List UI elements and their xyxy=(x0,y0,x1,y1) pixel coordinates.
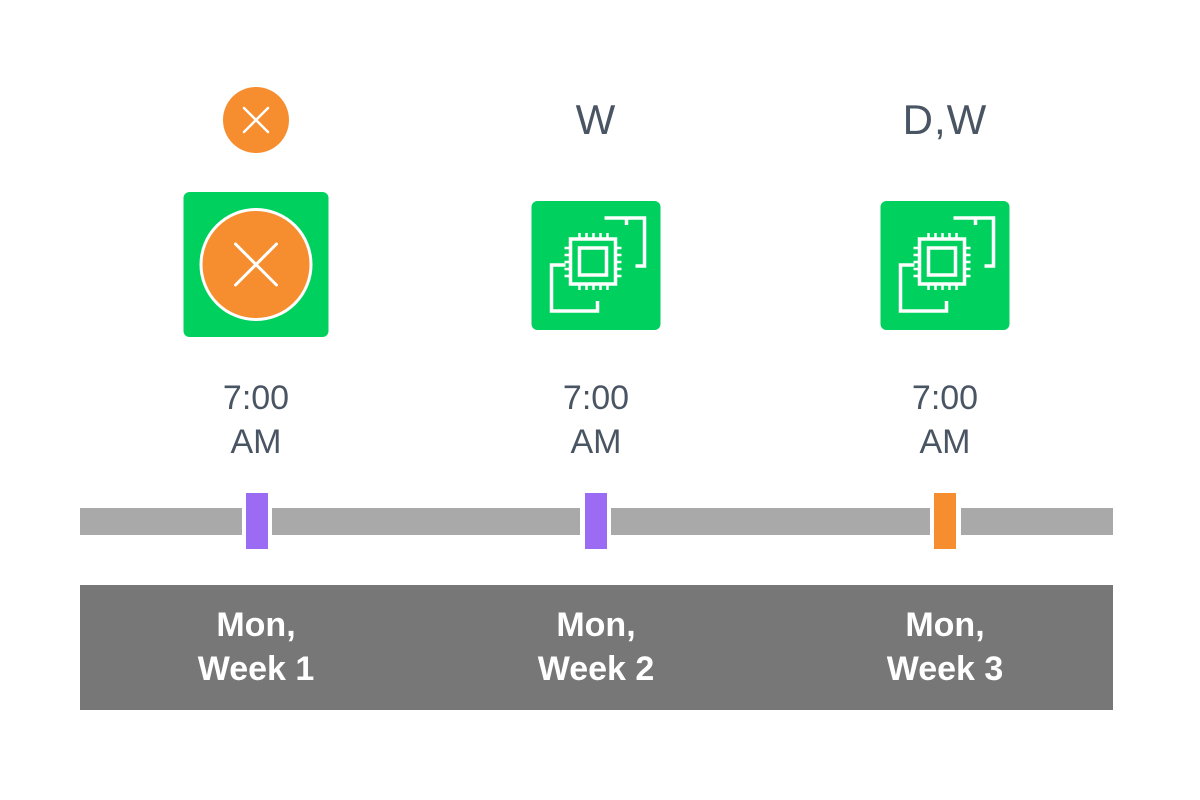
instance-tile xyxy=(880,201,1010,330)
instances-chip-icon xyxy=(549,216,647,313)
close-circle-icon xyxy=(199,208,313,321)
time-label: 7:00 AM xyxy=(911,379,979,461)
timeline-marker-3 xyxy=(934,493,956,549)
timeline-marker-2 xyxy=(585,493,607,549)
schedule-column-2: W 7:00 AM xyxy=(466,0,726,800)
day-label-1: Mon, Week 1 xyxy=(197,606,315,688)
close-circle-icon xyxy=(223,87,289,153)
instance-tile xyxy=(531,201,661,330)
top-label: W xyxy=(575,96,617,143)
timeline-track-segment xyxy=(961,508,1113,535)
top-label-area xyxy=(126,87,386,153)
instances-chip-icon xyxy=(898,216,996,313)
timeline-track-segment xyxy=(272,508,580,535)
timeline-track-segment xyxy=(611,508,930,535)
stopped-tile xyxy=(183,192,329,337)
timeline-track-segment xyxy=(80,508,242,535)
day-label-2: Mon, Week 2 xyxy=(537,606,655,688)
schedule-column-3: D,W 7:00 AM xyxy=(815,0,1075,800)
schedule-column-1: 7:00 AM xyxy=(126,0,386,800)
time-label: 7:00 AM xyxy=(222,379,290,461)
time-label: 7:00 AM xyxy=(562,379,630,461)
day-footer: Mon, Week 1 Mon, Week 2 Mon, Week 3 xyxy=(80,585,1113,710)
timeline-marker-1 xyxy=(246,493,268,549)
day-label-3: Mon, Week 3 xyxy=(886,606,1004,688)
top-label: D,W xyxy=(902,96,988,143)
